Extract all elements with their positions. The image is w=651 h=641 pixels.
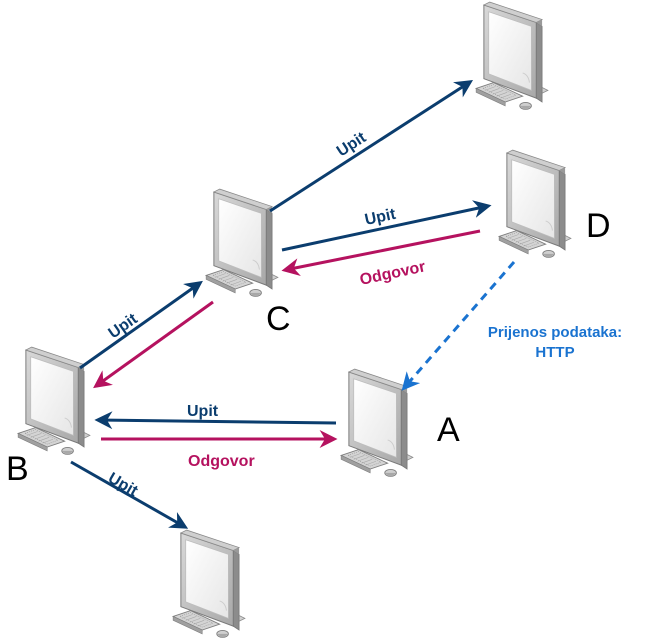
edge-label-d-c: Odgovor (358, 258, 427, 288)
computer-node-b (17, 346, 91, 455)
computer-node-d (498, 149, 572, 258)
edge-label-b-bottom: Upit (105, 470, 141, 501)
computer-node-c (205, 188, 279, 297)
node-label-d: D (586, 207, 611, 245)
computer-node-top (475, 1, 549, 110)
edge-label-c-top: Upit (334, 129, 370, 161)
edge-d-c-response (281, 229, 481, 277)
edge-b-c-request (79, 280, 203, 370)
node-label-a: A (437, 411, 460, 449)
transfer-label-line1: Prijenos podataka: (488, 324, 622, 341)
edge-label-a-b: Upit (187, 403, 219, 420)
edge-c-b-response (93, 300, 214, 389)
node-label-b: B (6, 450, 29, 488)
edge-label-b-a: Odgovor (188, 453, 255, 470)
computer-node-bottom (172, 529, 246, 638)
computer-node-a (340, 368, 414, 477)
edge-a-b-request (94, 411, 337, 430)
node-label-c: C (266, 300, 291, 338)
edge-label-c-d: Upit (363, 206, 398, 229)
transfer-label-line2: HTTP (535, 344, 574, 361)
edge-c-top-request (269, 80, 474, 213)
edge-b-bottom-request (70, 460, 189, 529)
edge-c-d-request (281, 200, 492, 252)
